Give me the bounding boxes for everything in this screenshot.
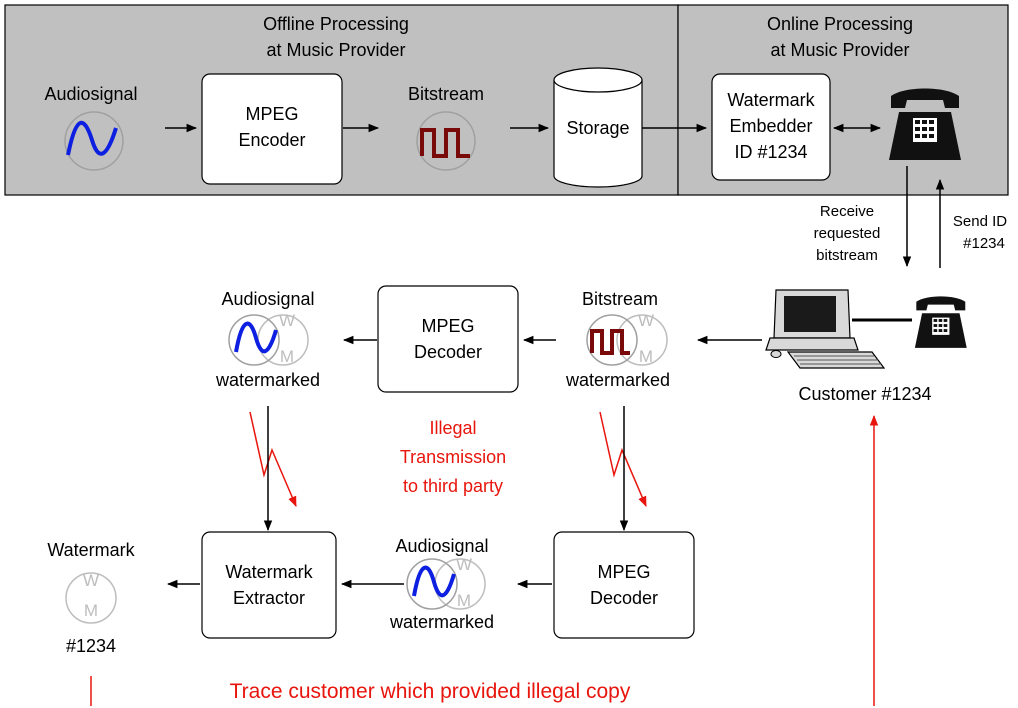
embedder-line2: Embedder — [729, 116, 812, 136]
illegal-line2: Transmission — [400, 447, 506, 467]
mid-decoder-line2: Decoder — [414, 342, 482, 362]
storage-label: Storage — [566, 118, 629, 138]
bottom-audio-icon: W M — [406, 555, 486, 610]
mpeg-encoder-box — [201, 73, 343, 185]
embedder-line1: Watermark — [727, 90, 815, 110]
svg-text:M: M — [639, 347, 653, 366]
receive-line3: bitstream — [816, 247, 878, 264]
send-id-line2: #1234 — [963, 235, 1005, 252]
mid-audiosignal-label: Audiosignal — [221, 289, 314, 309]
svg-text:M: M — [84, 601, 98, 620]
bottom-watermark-label: Watermark — [47, 540, 135, 560]
mid-bitstream-label: Bitstream — [582, 289, 658, 309]
mpeg-encoder-line2: Encoder — [238, 130, 305, 150]
extractor-line2: Extractor — [233, 588, 305, 608]
svg-text:W: W — [456, 555, 472, 574]
mid-audio-icon: W M — [228, 311, 309, 366]
send-id-line1: Send ID — [953, 213, 1007, 230]
illegal-line1: Illegal — [429, 418, 476, 438]
mid-mpeg-decoder-box — [377, 285, 519, 393]
bottom-audiosignal-sub: watermarked — [389, 612, 494, 632]
bitstream-label: Bitstream — [408, 84, 484, 104]
square-wave-icon — [416, 111, 476, 171]
embedder-line3: ID #1234 — [734, 142, 807, 162]
bottom-watermark-id: #1234 — [66, 636, 116, 656]
illegal-zigzag-left — [249, 411, 297, 507]
bottom-decoder-line1: MPEG — [597, 562, 650, 582]
watermark-embedder-box — [711, 73, 831, 181]
online-title-line1: Online Processing — [767, 14, 913, 34]
illegal-zigzag-right — [599, 411, 647, 507]
svg-text:M: M — [280, 347, 294, 366]
customer-label: Customer #1234 — [798, 384, 931, 404]
offline-title-line2: at Music Provider — [266, 40, 405, 60]
sine-wave-icon — [64, 111, 124, 171]
customer-telephone-icon — [914, 296, 967, 348]
mid-decoder-line1: MPEG — [421, 316, 474, 336]
extractor-line1: Watermark — [225, 562, 313, 582]
offline-title-line1: Offline Processing — [263, 14, 409, 34]
svg-text:W: W — [83, 571, 99, 590]
illegal-line3: to third party — [403, 476, 503, 496]
watermark-wm-icon: W M — [65, 571, 117, 624]
telephone-icon — [889, 88, 961, 160]
computer-icon — [765, 289, 886, 369]
receive-line1: Receive — [820, 203, 874, 220]
watermark-extractor-box — [201, 531, 337, 639]
svg-text:W: W — [279, 311, 295, 330]
bottom-audiosignal-label: Audiosignal — [395, 536, 488, 556]
audiosignal-label: Audiosignal — [44, 84, 137, 104]
mid-bitstream-sub: watermarked — [565, 370, 670, 390]
storage-cylinder — [553, 67, 643, 188]
mpeg-encoder-line1: MPEG — [245, 104, 298, 124]
svg-text:W: W — [638, 311, 654, 330]
svg-text:M: M — [457, 591, 471, 610]
trace-text: Trace customer which provided illegal co… — [230, 680, 631, 703]
online-title-line2: at Music Provider — [770, 40, 909, 60]
bottom-decoder-line2: Decoder — [590, 588, 658, 608]
receive-line2: requested — [814, 225, 881, 242]
mid-bitstream-icon: W M — [586, 311, 668, 366]
mid-audiosignal-sub: watermarked — [215, 370, 320, 390]
bottom-mpeg-decoder-box — [553, 531, 695, 639]
